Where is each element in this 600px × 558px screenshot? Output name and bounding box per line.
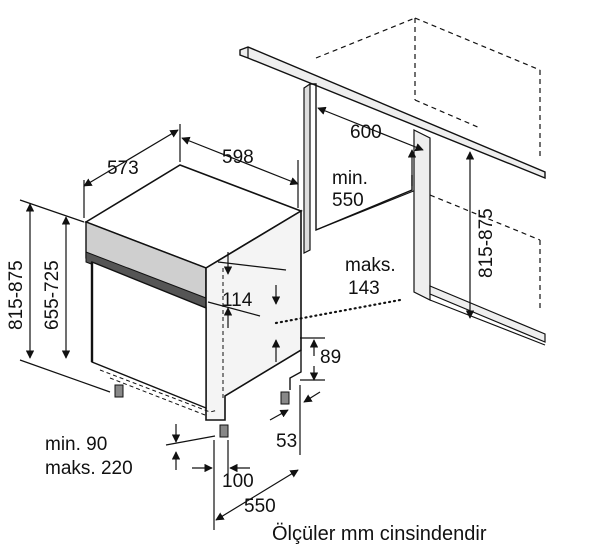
maks-leader: [274, 298, 402, 325]
label-niche-min: min.: [332, 168, 368, 189]
label-min-90: min. 90: [45, 434, 107, 455]
label-niche-min-value: 550: [332, 190, 364, 211]
label-niche-height: 815-875: [476, 208, 497, 278]
label-600: 600: [350, 122, 382, 143]
label-100: 100: [222, 471, 254, 492]
label-height-815-875: 815-875: [6, 260, 27, 330]
units-caption: Ölçüler mm cinsindendir: [272, 523, 487, 545]
label-573: 573: [107, 158, 139, 179]
label-114: 114: [222, 290, 253, 311]
dimension-lines: [19, 106, 475, 530]
label-maks-220: maks. 220: [45, 458, 133, 479]
label-89: 89: [320, 347, 341, 368]
label-598: 598: [222, 147, 254, 168]
label-maks: maks.: [345, 255, 396, 276]
dishwasher-body: [84, 164, 303, 438]
label-height-655-725: 655-725: [42, 260, 63, 330]
label-550: 550: [244, 496, 276, 517]
label-maks-value: 143: [348, 278, 380, 299]
label-53: 53: [276, 431, 297, 452]
